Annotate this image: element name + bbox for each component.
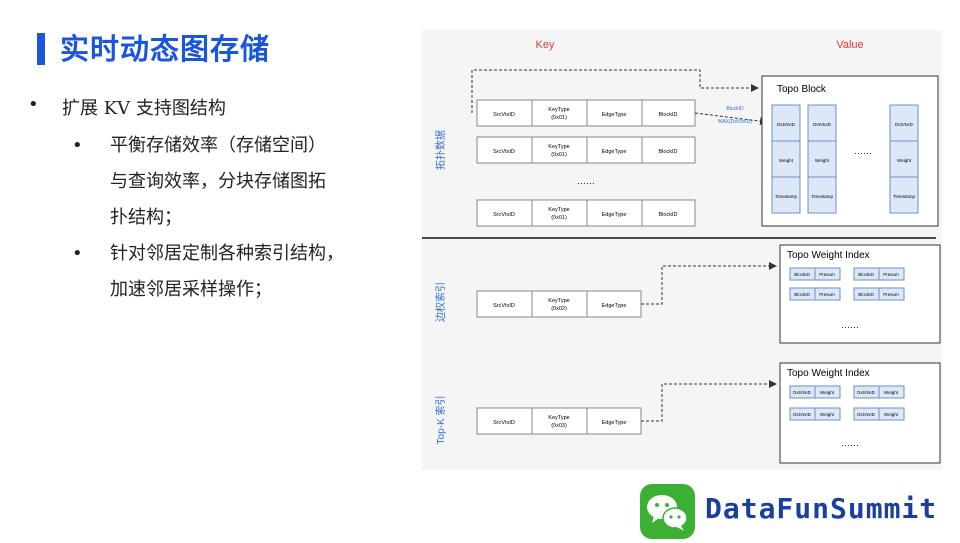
topo-column-3: DstVtxID Weight Timestamp [889, 104, 919, 214]
bullet-dot: • [28, 94, 39, 115]
section-topo-label: 拓扑数据 [434, 130, 447, 170]
cell-presum: Presum [883, 292, 899, 297]
bullet-dot: • [72, 135, 83, 156]
cell-blockid: BlockID [659, 149, 678, 155]
cell-edgetype: EdgeType [602, 112, 627, 118]
cell-edgetype: EdgeType [602, 149, 627, 155]
topk-index-connector [641, 380, 777, 422]
cell-blockid: BlockID [659, 212, 678, 218]
blockid-connector [694, 112, 768, 126]
topo-row-2: SrcVtxID KeyType (0x01) EdgeType BlockID [476, 136, 696, 164]
cell-weight: Weight [815, 158, 830, 163]
cell-keytype: KeyType [548, 415, 569, 421]
cell-keytype-code: (0x01) [551, 215, 567, 221]
cell-keytype-code: (0x03) [551, 423, 567, 429]
cell-edgetype: EdgeType [602, 212, 627, 218]
cell-keytype-code: (0x02) [551, 306, 567, 312]
bullet-sub-1-line-2: 与查询效率，分块存储图拓 [110, 171, 326, 192]
title-accent-bar [37, 33, 45, 65]
topo-connector [471, 69, 759, 113]
topo-column-1: DstVtxID Weight Timestamp [771, 104, 801, 214]
topo-block-title: Topo Block [777, 84, 827, 95]
cell-dstvtxid: DstVtxID [857, 390, 876, 395]
bullet-sub-1-line-1: 平衡存储效率（存储空间） [110, 135, 326, 156]
value-label: Value [836, 39, 863, 51]
topo-block: Topo Block DstVtxID Weight Timestamp Dst… [761, 75, 939, 227]
cell-presum: Presum [819, 292, 835, 297]
bullet-sub-1: • 平衡存储效率（存储空间） 与查询效率，分块存储图拓 扑结构； [72, 128, 326, 236]
topk-index-title: Topo Weight Index [787, 368, 870, 379]
topk-weight-index-box: Topo Weight Index DstVtxID Weight DstVtx… [779, 362, 941, 464]
storage-diagram-svg: Key Value 拓扑数据 边权索引 Top-K 索引 SrcVtxID Ke… [422, 39, 941, 464]
cell-presum: Presum [883, 272, 899, 277]
cell-weight: Weight [897, 158, 912, 163]
cell-timestamp: Timestamp [893, 194, 916, 199]
cell-blockid: BlockID [794, 272, 810, 277]
cell-dstvtxid: DstVtxID [895, 122, 914, 127]
section-topk-label: Top-K 索引 [434, 396, 447, 445]
wechat-logo-icon [640, 484, 695, 539]
cell-blockid: BlockID [794, 292, 810, 297]
topk-index-key-row: SrcVtxID KeyType (0x03) EdgeType [476, 407, 642, 435]
cell-blockid: BlockID [858, 272, 874, 277]
edge-index-key-row: SrcVtxID KeyType (0x02) EdgeType [476, 290, 642, 318]
cell-keytype: KeyType [548, 144, 569, 150]
cell-blockid: BlockID [659, 112, 678, 118]
brand-name: DataFunSummit [705, 492, 938, 525]
edge-index-title: Topo Weight Index [787, 250, 870, 261]
storage-diagram: Key Value 拓扑数据 边权索引 Top-K 索引 SrcVtxID Ke… [422, 30, 942, 470]
cell-dstvtxid: DstVtxID [857, 412, 876, 417]
cell-blockid: BlockID [858, 292, 874, 297]
bullet-sub-2: • 针对邻居定制各种索引结构， 加速邻居采样操作； [72, 236, 344, 308]
blockid-note: BlockID [726, 106, 744, 112]
cell-weight: Weight [820, 412, 835, 417]
topk-index-ellipsis: …… [841, 438, 859, 448]
cell-dstvtxid: DstVtxID [793, 390, 812, 395]
wechat-bubbles-icon [647, 495, 688, 531]
cell-srcvtxid: SrcVtxID [493, 303, 515, 309]
blockid-max-note: MAX(DstVtxID) [718, 119, 752, 125]
cell-keytype-code: (0x01) [551, 115, 567, 121]
cell-srcvtxid: SrcVtxID [493, 149, 515, 155]
cell-weight: Weight [884, 412, 899, 417]
cell-timestamp: Timestamp [775, 194, 798, 199]
cell-edgetype: EdgeType [602, 420, 627, 426]
topo-row-3: SrcVtxID KeyType (0x01) EdgeType BlockID [476, 199, 696, 227]
cell-keytype: KeyType [548, 107, 569, 113]
topo-rows-ellipsis: …… [577, 176, 595, 186]
topo-row-1: SrcVtxID KeyType (0x01) EdgeType BlockID [476, 99, 696, 127]
bullet-dot: • [72, 243, 83, 264]
cell-srcvtxid: SrcVtxID [493, 420, 515, 426]
cell-keytype-code: (0x01) [551, 152, 567, 158]
cell-dstvtxid: DstVtxID [777, 122, 796, 127]
edge-weight-index-box: Topo Weight Index BlockID Presum BlockID… [779, 244, 941, 344]
edge-index-ellipsis: …… [841, 320, 859, 330]
cell-weight: Weight [820, 390, 835, 395]
cell-keytype: KeyType [548, 298, 569, 304]
cell-srcvtxid: SrcVtxID [493, 212, 515, 218]
cell-srcvtxid: SrcVtxID [493, 112, 515, 118]
cell-keytype: KeyType [548, 207, 569, 213]
bullet-main-text: 扩展 KV 支持图结构 [62, 98, 226, 119]
topo-column-2: DstVtxID Weight Timestamp [807, 104, 837, 214]
page-title: 实时动态图存储 [60, 32, 271, 66]
cell-edgetype: EdgeType [602, 303, 627, 309]
key-label: Key [536, 39, 555, 51]
cell-timestamp: Timestamp [811, 194, 834, 199]
cell-dstvtxid: DstVtxID [813, 122, 832, 127]
bullet-sub-1-line-3: 扑结构； [110, 207, 182, 228]
cell-presum: Presum [819, 272, 835, 277]
cell-weight: Weight [779, 158, 794, 163]
bullet-sub-2-line-1: 针对邻居定制各种索引结构， [110, 243, 344, 264]
cell-dstvtxid: DstVtxID [793, 412, 812, 417]
section-edge-label: 边权索引 [434, 282, 447, 322]
cell-weight: Weight [884, 390, 899, 395]
bullet-sub-2-line-2: 加速邻居采样操作； [110, 279, 272, 300]
edge-index-connector [641, 262, 777, 305]
topo-block-ellipsis: …… [854, 146, 872, 156]
